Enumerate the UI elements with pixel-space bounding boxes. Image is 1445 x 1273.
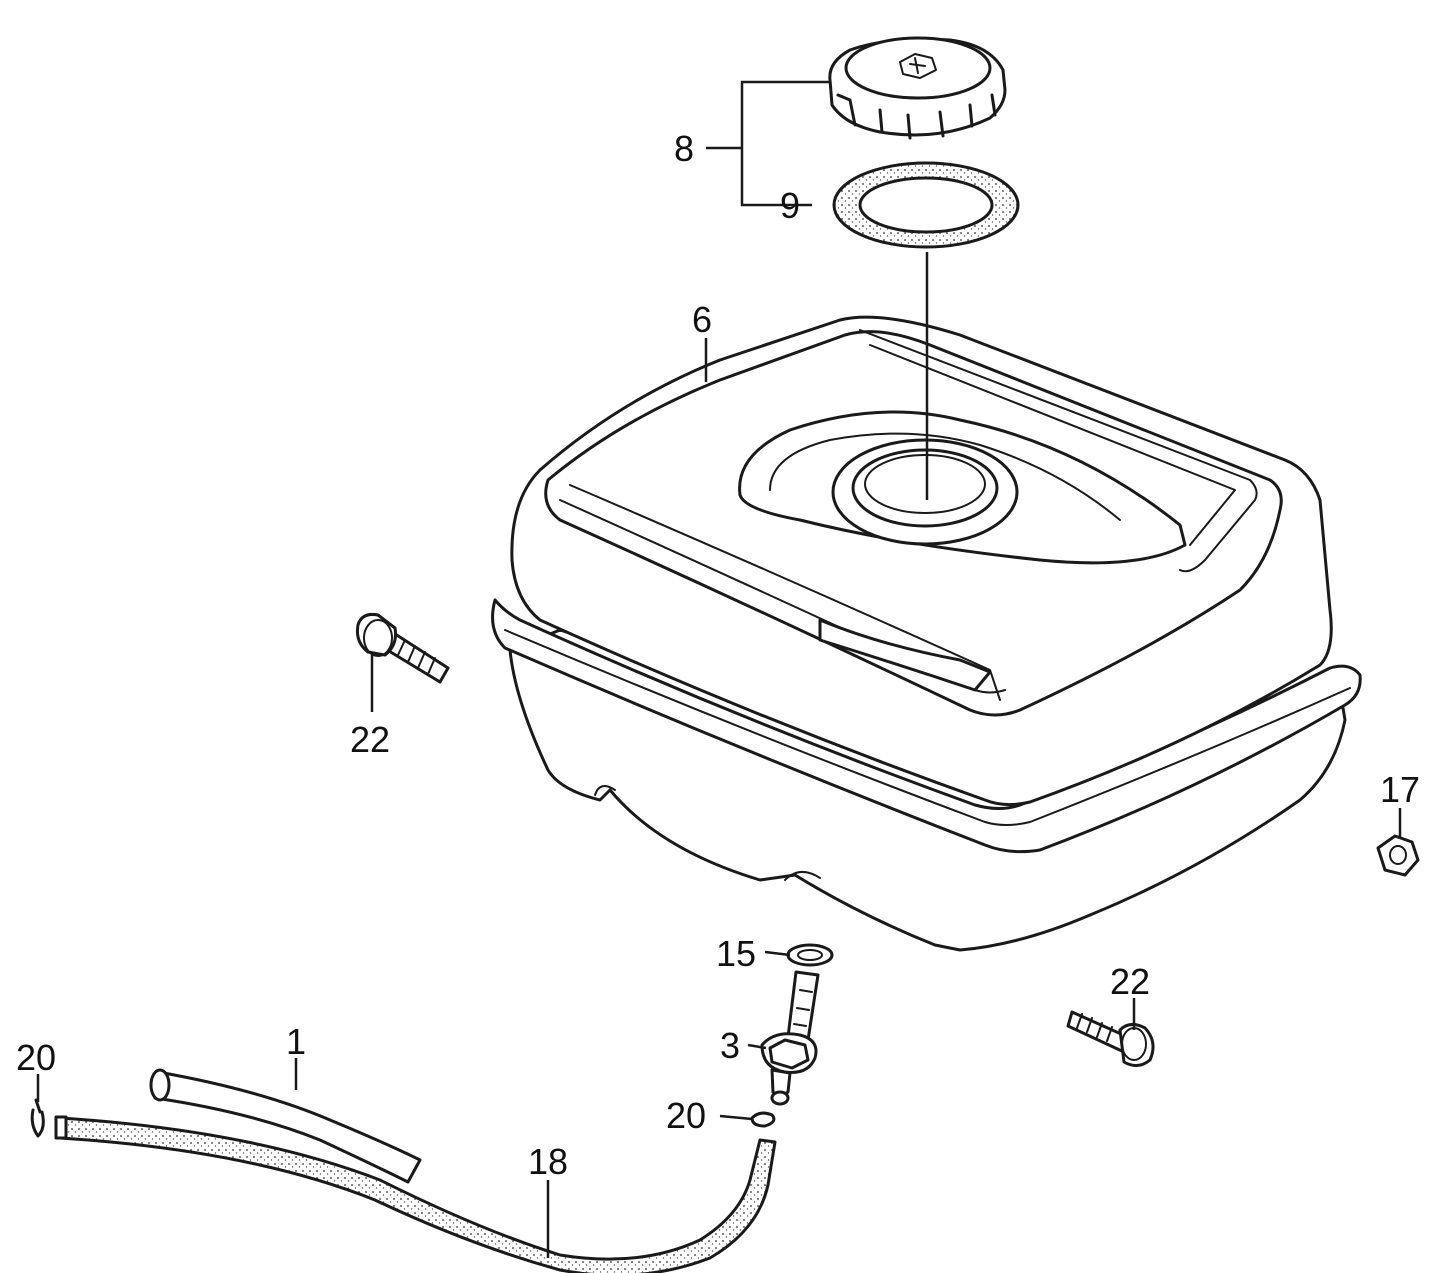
tube xyxy=(149,1068,422,1184)
leader-lines xyxy=(36,80,1402,1258)
part-label-20-right: 20 xyxy=(666,1095,706,1136)
part-label-18: 18 xyxy=(528,1141,568,1182)
filler-cap-logo xyxy=(899,53,937,79)
fuel-tank-channel-step xyxy=(569,484,1001,701)
fuel-valve-nozzle xyxy=(770,1090,790,1106)
flange-bolt-right xyxy=(1066,1010,1155,1067)
nut-hole xyxy=(1389,845,1407,865)
part-label-15: 15 xyxy=(716,933,756,974)
fuel-tank-filler-recess-inner xyxy=(769,432,1121,521)
fuel-tank-filler-neck-inner xyxy=(851,448,999,528)
filler-cap-gasket xyxy=(832,161,1020,249)
part-label-20-left: 20 xyxy=(16,1037,56,1078)
part-label-3: 3 xyxy=(720,1025,740,1066)
part-number-labels: 8 9 6 22 17 15 22 3 20 1 20 18 xyxy=(16,128,1420,1182)
fuel-tank-foot-right xyxy=(784,871,821,881)
fuel-tank xyxy=(491,315,1362,952)
fuel-valve-nut xyxy=(768,1038,810,1070)
fuel-tank-flange xyxy=(491,598,1362,854)
fuel-tank-shell xyxy=(510,315,1333,807)
fuel-valve xyxy=(760,970,820,1106)
bolt-left-thread xyxy=(397,639,436,675)
bolt-left-head xyxy=(356,613,397,657)
fuel-filler-cap xyxy=(828,36,1007,140)
hose-clip-left xyxy=(30,1098,45,1138)
fuel-valve-strainer-lines xyxy=(793,989,813,1027)
fuel-tank-flange-line xyxy=(504,629,1351,826)
tube-end xyxy=(149,1068,171,1102)
part-label-8: 8 xyxy=(674,128,694,169)
fuel-tank-filler-recess-outer xyxy=(738,410,1187,565)
valve-o-ring-inner xyxy=(797,949,823,961)
hose-clip-right xyxy=(750,1111,776,1128)
filler-cap-teeth xyxy=(836,93,997,140)
fuel-tank-rib xyxy=(818,618,992,692)
part-label-9: 9 xyxy=(780,185,800,226)
tube-body xyxy=(153,1070,422,1184)
part-label-17: 17 xyxy=(1380,769,1420,810)
part-label-1: 1 xyxy=(286,1021,306,1062)
leader-8-9 xyxy=(706,80,830,207)
flange-nut xyxy=(1376,834,1420,877)
fuel-tank-foot-left xyxy=(594,785,616,796)
flange-bolt-left xyxy=(356,613,450,684)
part-label-6: 6 xyxy=(692,299,712,340)
gasket-ring xyxy=(832,161,1020,249)
fuel-hose-end xyxy=(54,1115,68,1140)
nut-body xyxy=(1376,834,1420,877)
bolt-right-thread xyxy=(1076,1013,1113,1042)
fuel-hose-body xyxy=(58,1116,777,1273)
part-label-22-left: 22 xyxy=(350,719,390,760)
fuel-valve-strainer xyxy=(786,970,820,1042)
leader-20-right xyxy=(719,1114,753,1121)
fuel-tank-filler-neck-lip xyxy=(864,454,986,514)
bolt-left-washer xyxy=(363,619,393,657)
fuel-tank-right-panel-inner xyxy=(869,344,1236,546)
valve-o-ring xyxy=(786,943,834,967)
leader-3 xyxy=(747,1043,767,1050)
leader-15 xyxy=(764,950,791,957)
part-label-22-right: 22 xyxy=(1110,961,1150,1002)
fuel-hose xyxy=(54,1115,777,1273)
fuel-tank-top-face xyxy=(544,330,1283,717)
fuel-tank-right-panel xyxy=(859,329,1258,573)
